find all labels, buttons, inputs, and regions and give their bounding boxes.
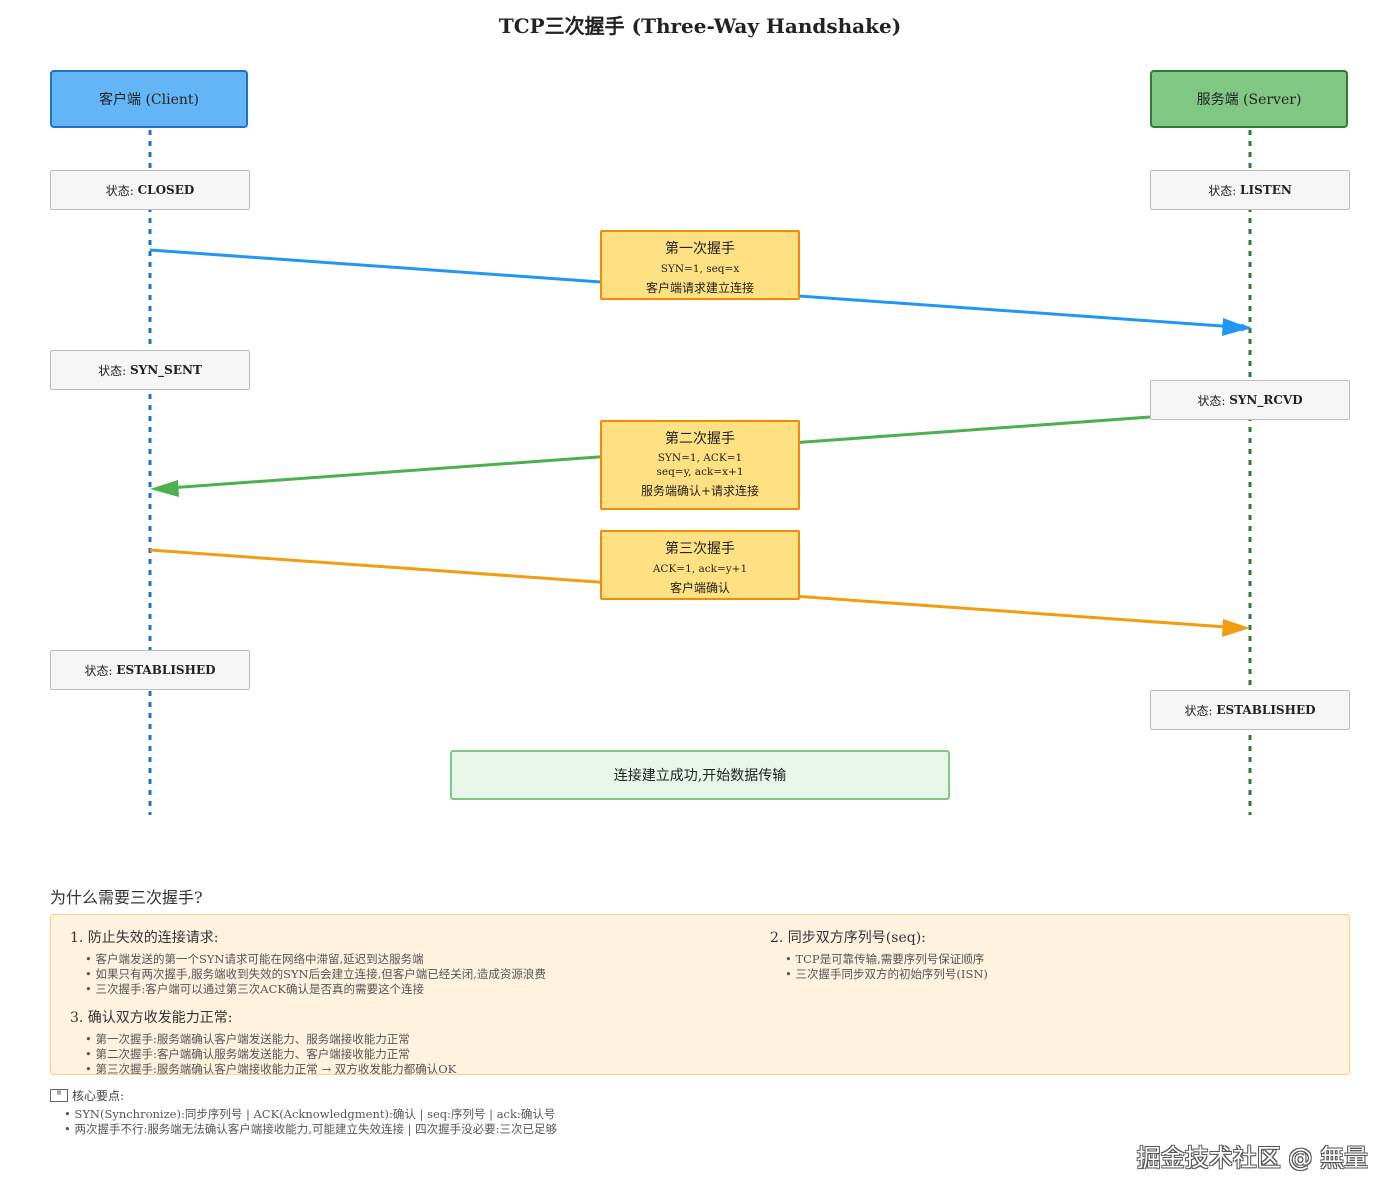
server-state-listen: 状态: LISTEN xyxy=(1150,170,1350,210)
syn-ack-arrow-head xyxy=(150,480,179,497)
state-prefix: 状态: xyxy=(105,183,138,198)
why-panel: 1. 防止失效的连接请求: • 客户端发送的第一个SYN请求可能在网络中滞留,延… xyxy=(50,914,1350,1077)
state-prefix: 状态: xyxy=(1197,393,1230,408)
server-actor-label: 服务端 (Server) xyxy=(1196,92,1302,108)
state-value: LISTEN xyxy=(1240,183,1292,197)
client-state-syn-sent: 状态: SYN_SENT xyxy=(50,350,250,390)
key-points-title: 核心要点: xyxy=(72,1089,125,1103)
state-prefix: 状态: xyxy=(1208,183,1241,198)
client-actor: 客户端 (Client) xyxy=(50,70,248,128)
state-prefix: 状态: xyxy=(98,363,130,378)
message-line: SYN=1, seq=x xyxy=(660,263,740,275)
reason-item: • 第二次握手:客户端确认服务端发送能力、客户端接收能力正常 xyxy=(85,1047,410,1061)
ack-arrow-head xyxy=(1222,619,1250,637)
server-state-syn-rcvd: 状态: SYN_RCVD xyxy=(1150,380,1350,420)
reason-title: 1. 防止失效的连接请求: xyxy=(70,930,219,946)
reason-item: • 第一次握手:服务端确认客户端发送能力、服务端接收能力正常 xyxy=(85,1032,410,1046)
message-title: 第三次握手 xyxy=(665,541,735,557)
message-line: seq=y, ack=x+1 xyxy=(656,466,744,478)
reason-item: • 如果只有两次握手,服务端收到失效的SYN后会建立连接,但客户端已经关闭,造成… xyxy=(85,967,546,981)
state-value: SYN_RCVD xyxy=(1229,393,1303,407)
message-desc: 客户端请求建立连接 xyxy=(645,281,754,295)
watermark: 掘金技术社区 @ 無量 xyxy=(1136,1144,1368,1172)
key-point-item: • SYN(Synchronize):同步序列号 | ACK(Acknowled… xyxy=(64,1107,556,1121)
state-value: SYN_SENT xyxy=(129,363,202,377)
reason-item: • 三次握手:客户端可以通过第三次ACK确认是否真的需要这个连接 xyxy=(85,982,425,996)
diagram-title: TCP三次握手 (Three-Way Handshake) xyxy=(498,14,902,38)
reason-item: • TCP是可靠传输,需要序列号保证顺序 xyxy=(785,952,985,966)
key-point-item: • 两次握手不行:服务端无法确认客户端接收能力,可能建立失效连接 | 四次握手没… xyxy=(64,1122,558,1136)
message-title: 第一次握手 xyxy=(665,241,735,257)
message-desc: 客户端确认 xyxy=(669,581,730,595)
reason-item: • 客户端发送的第一个SYN请求可能在网络中滞留,延迟到达服务端 xyxy=(85,952,424,966)
success-text: 连接建立成功,开始数据传输 xyxy=(613,768,787,784)
key-points: ▤ 核心要点: • SYN(Synchronize):同步序列号 | ACK(A… xyxy=(50,1087,557,1137)
reason-title: 3. 确认双方收发能力正常: xyxy=(70,1010,233,1026)
reason-item: • 第三次握手:服务端确认客户端接收能力正常 → 双方收发能力都确认OK xyxy=(85,1062,457,1076)
message-title: 第二次握手 xyxy=(665,431,735,447)
client-state-established: 状态: ESTABLISHED xyxy=(50,650,250,690)
message-box-syn: 第一次握手 SYN=1, seq=x 客户端请求建立连接 xyxy=(600,230,800,300)
message-line: ACK=1, ack=y+1 xyxy=(652,563,748,575)
syn-arrow-head xyxy=(1222,318,1250,336)
reason-item: • 三次握手同步双方的初始序列号(ISN) xyxy=(785,967,988,981)
state-prefix: 状态: xyxy=(84,663,117,678)
message-box-syn-ack: 第二次握手 SYN=1, ACK=1 seq=y, ack=x+1 服务端确认+… xyxy=(600,420,800,510)
why-heading: 为什么需要三次握手? xyxy=(50,888,203,907)
connection-success-banner: 连接建立成功,开始数据传输 xyxy=(450,750,950,800)
client-state-closed: 状态: CLOSED xyxy=(50,170,250,210)
reason-title: 2. 同步双方序列号(seq): xyxy=(770,930,926,946)
reason-block: 1. 防止失效的连接请求: • 客户端发送的第一个SYN请求可能在网络中滞留,延… xyxy=(70,927,546,997)
message-desc: 服务端确认+请求连接 xyxy=(640,484,760,498)
client-actor-label: 客户端 (Client) xyxy=(99,92,199,108)
state-value: CLOSED xyxy=(137,183,195,197)
key-points-header: ▤ 核心要点: xyxy=(50,1087,557,1104)
memo-icon: ▤ xyxy=(50,1089,68,1102)
message-line: SYN=1, ACK=1 xyxy=(657,452,743,464)
reason-block: 3. 确认双方收发能力正常: • 第一次握手:服务端确认客户端发送能力、服务端接… xyxy=(70,1007,456,1077)
server-state-established: 状态: ESTABLISHED xyxy=(1150,690,1350,730)
message-box-ack: 第三次握手 ACK=1, ack=y+1 客户端确认 xyxy=(600,530,800,600)
server-actor: 服务端 (Server) xyxy=(1150,70,1348,128)
state-value: ESTABLISHED xyxy=(1216,703,1316,717)
state-prefix: 状态: xyxy=(1184,703,1217,718)
reason-block: 2. 同步双方序列号(seq): • TCP是可靠传输,需要序列号保证顺序 • … xyxy=(770,927,988,982)
state-value: ESTABLISHED xyxy=(116,663,216,677)
